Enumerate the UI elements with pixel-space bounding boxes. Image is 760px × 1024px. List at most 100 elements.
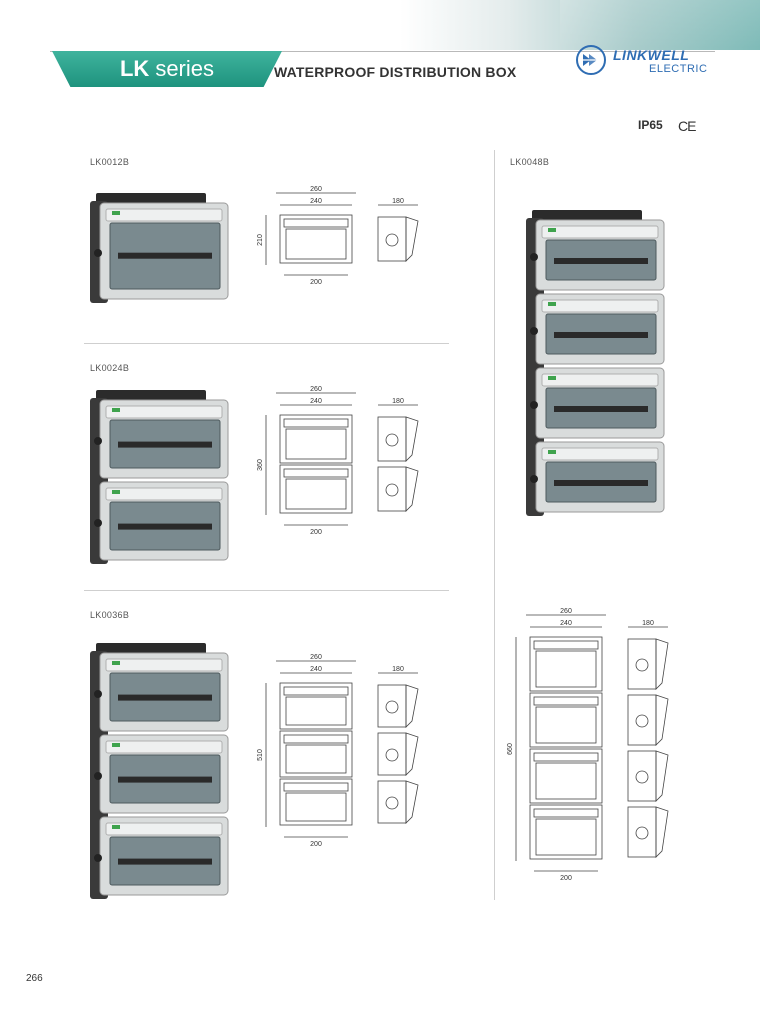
enclosure-photo-svg [526,210,665,516]
enclosure-photo-svg [90,643,229,899]
brand-subtitle: ELECTRIC [649,63,708,75]
din-rail [118,441,212,448]
ip-rating-badge: IP65 [638,118,663,132]
base-dimension: 200 [310,279,322,286]
model-label-4: LK0048B [510,157,550,167]
module-lid [105,208,223,222]
front-view-module [529,748,603,804]
model-label-1: LK0012B [90,157,130,167]
side-view-module [377,216,407,262]
enclosure-photo-svg [90,193,229,303]
din-rail [554,332,648,338]
din-rail [118,694,212,701]
page-number: 266 [26,973,43,984]
inner-width-dimension: 240 [560,620,572,627]
width-dimension: 260 [310,386,322,393]
height-dimension: 360 [257,459,264,471]
dimension-drawing-svg: 260 240 180 360 200 [257,386,419,536]
inner-width-dimension: 240 [310,198,322,205]
brand-name: LINKWELL [613,47,690,63]
page-title: WATERPROOF DISTRIBUTION BOX [274,64,517,80]
side-view-module [377,466,407,512]
inner-width-dimension: 240 [310,398,322,405]
din-rail [554,480,648,486]
section-divider [84,590,449,591]
module-lid [541,225,659,239]
product-photo [524,210,669,523]
side-view-module [627,694,657,746]
front-view-module [279,778,353,826]
width-dimension: 260 [560,608,572,615]
header-banner-background [400,0,760,50]
din-rail [554,258,648,264]
dimension-drawing: 260 240 180 210 200 [250,183,440,294]
front-view-module [279,730,353,778]
dimension-drawing-svg: 260 240 180 210 200 [257,186,419,286]
knockout-hole [94,519,102,527]
module-lid [105,487,223,501]
linkwell-logo-icon [576,45,606,75]
module-lid [541,373,659,387]
din-rail [118,776,212,783]
front-view-module [529,692,603,748]
knockout-hole [94,690,102,698]
product-photo [88,390,233,571]
column-divider [494,150,495,900]
green-label [112,825,120,829]
din-rail [118,858,212,865]
dimension-drawing: 260 240 180 660 200 [500,605,690,890]
module-lid [105,822,223,836]
front-view-module [529,804,603,860]
din-rail [118,252,212,259]
front-view-module [529,636,603,692]
depth-dimension: 180 [642,620,654,627]
series-tab: LK series [52,51,282,87]
side-view-module [377,684,407,728]
width-dimension: 260 [310,654,322,661]
green-label [548,376,556,380]
enclosure-side [526,218,544,516]
width-dimension: 260 [310,186,322,193]
green-label [548,302,556,306]
model-label-3: LK0036B [90,610,130,620]
series-suffix: series [155,56,214,81]
knockout-hole [94,249,102,257]
side-view-module [627,750,657,802]
product-photo [88,643,233,906]
base-dimension: 200 [560,875,572,882]
front-view-module [279,682,353,730]
base-dimension: 200 [310,529,322,536]
front-view-module [279,214,353,264]
height-dimension: 660 [507,743,514,755]
module-lid [105,658,223,672]
green-label [112,211,120,215]
side-view-module [377,780,407,824]
height-dimension: 210 [257,234,264,246]
base-dimension: 200 [310,841,322,848]
front-view-module [279,464,353,514]
brand-logo: LINKWELL ELECTRIC [575,44,715,80]
side-view-module [377,416,407,462]
green-label [112,490,120,494]
dimension-drawing-svg: 260 240 180 660 200 [507,608,669,882]
front-view-module [279,414,353,464]
din-rail [554,406,648,412]
green-label [548,450,556,454]
knockout-hole [94,854,102,862]
green-label [548,228,556,232]
knockout-hole [530,401,538,409]
model-label-2: LK0024B [90,363,130,373]
enclosure-photo-svg [90,390,229,564]
dimension-drawing: 260 240 180 360 200 [250,383,440,544]
side-view-module [377,732,407,776]
din-rail [118,523,212,530]
depth-dimension: 180 [392,398,404,405]
depth-dimension: 180 [392,198,404,205]
side-view-module [627,638,657,690]
knockout-hole [94,437,102,445]
knockout-hole [94,772,102,780]
header-banner-photo [560,0,760,48]
series-prefix: LK [119,56,150,81]
